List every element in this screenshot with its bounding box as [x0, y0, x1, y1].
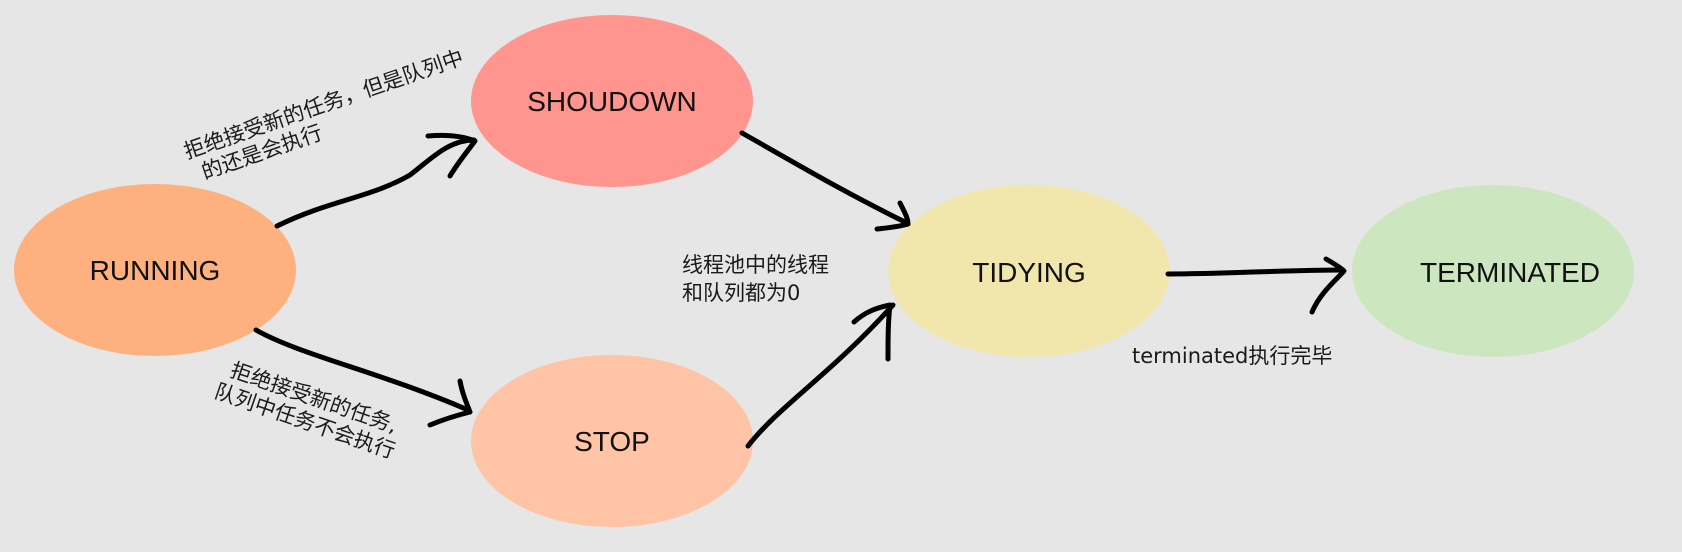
node-running: RUNNING: [14, 184, 296, 356]
node-shoudown: SHOUDOWN: [471, 15, 753, 187]
node-tidying: TIDYING: [888, 185, 1170, 357]
node-tidying-shape: [888, 185, 1170, 357]
edge-label-to-tidying: 线程池中的线程 和队列都为0: [682, 253, 836, 305]
node-terminated: TERMINATED: [1352, 185, 1634, 357]
arrow-stop-to-tidying-line: [745, 302, 896, 449]
node-terminated-label: TERMINATED: [1420, 257, 1600, 288]
arrow-running-to-stop-head: [427, 378, 473, 428]
edge-label-running-stop: 拒绝接受新的任务, 队列中任务不会执行: [212, 355, 407, 463]
arrow-tidying-to-terminated-head: [1309, 256, 1347, 315]
edge-label-to-tidying-line2: 和队列都为0: [682, 281, 800, 305]
arrow-stop-to-tidying-head: [851, 302, 893, 362]
node-tidying-label: TIDYING: [972, 257, 1086, 288]
node-shoudown-label: SHOUDOWN: [527, 86, 697, 117]
arrow-running-to-shoudown-line: [274, 137, 477, 229]
arrow-tidying-to-terminated: [1165, 256, 1347, 315]
arrow-shoudown-to-tidying: [739, 130, 911, 232]
arrow-shoudown-to-tidying-head: [874, 200, 911, 232]
arrow-stop-to-tidying: [745, 302, 896, 449]
edge-label-running-shoudown: 拒绝接受新的任务，但是队列中 的还是会执行: [181, 43, 481, 187]
node-stop-shape: [471, 355, 753, 527]
arrow-shoudown-to-tidying-line: [739, 130, 908, 225]
arrow-tidying-to-terminated-line: [1165, 267, 1346, 277]
node-running-shape: [14, 184, 296, 356]
node-stop: STOP: [471, 355, 753, 527]
edge-label-tidying-terminated: terminated执行完毕: [1132, 344, 1332, 368]
node-terminated-shape: [1352, 185, 1634, 357]
arrow-running-to-stop-line: [253, 327, 471, 413]
node-stop-label: STOP: [574, 426, 650, 457]
edge-label-running-shoudown-line1: 拒绝接受新的任务，但是队列中: [181, 45, 467, 163]
node-running-label: RUNNING: [90, 255, 221, 286]
arrow-running-to-shoudown-head: [425, 132, 478, 179]
arrow-running-to-stop: [253, 327, 473, 428]
arrow-running-to-shoudown: [274, 132, 478, 229]
node-shoudown-shape: [471, 15, 753, 187]
edge-label-to-tidying-line1: 线程池中的线程: [682, 253, 829, 277]
